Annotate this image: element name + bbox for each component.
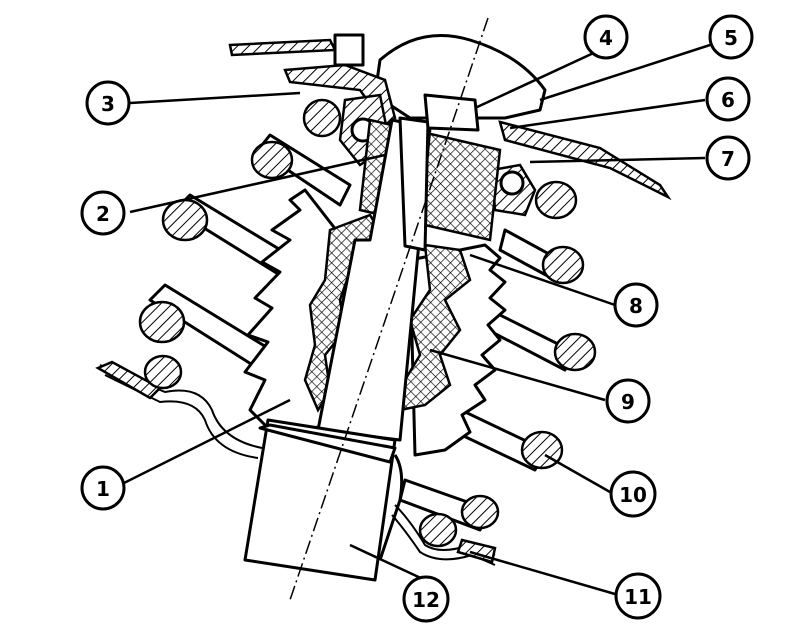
piston-rod <box>316 93 480 442</box>
callout-10-label: 10 <box>619 483 647 507</box>
callout-8: 8 <box>613 282 659 328</box>
callout-2: 2 <box>80 190 126 236</box>
callout-6-label: 6 <box>721 88 735 112</box>
callout-8-label: 8 <box>629 294 643 318</box>
callout-3-label: 3 <box>101 92 115 116</box>
callout-12: 12 <box>402 575 450 623</box>
callout-4: 4 <box>583 14 629 60</box>
callout-7: 7 <box>705 135 751 181</box>
callout-1-label: 1 <box>96 477 110 501</box>
callout-10: 10 <box>609 470 657 518</box>
callout-12-label: 12 <box>412 588 440 612</box>
lower-mount-bracket <box>95 360 263 459</box>
callout-9: 9 <box>605 378 651 424</box>
center-axis <box>289 17 489 601</box>
callout-4-label: 4 <box>599 26 613 50</box>
callout-9-label: 9 <box>621 390 635 414</box>
callout-11-label: 11 <box>624 585 652 609</box>
callout-2-label: 2 <box>96 202 110 226</box>
callout-5-label: 5 <box>724 26 738 50</box>
callout-5: 5 <box>708 14 754 60</box>
callout-6: 6 <box>705 76 751 122</box>
callout-7-label: 7 <box>721 147 735 171</box>
callout-1: 1 <box>80 465 126 511</box>
shock-body <box>243 418 404 582</box>
leader-lines <box>119 43 711 596</box>
callout-3: 3 <box>85 80 131 126</box>
callout-11: 11 <box>614 572 662 620</box>
dust-boot <box>243 188 507 457</box>
top-mount <box>228 33 672 217</box>
